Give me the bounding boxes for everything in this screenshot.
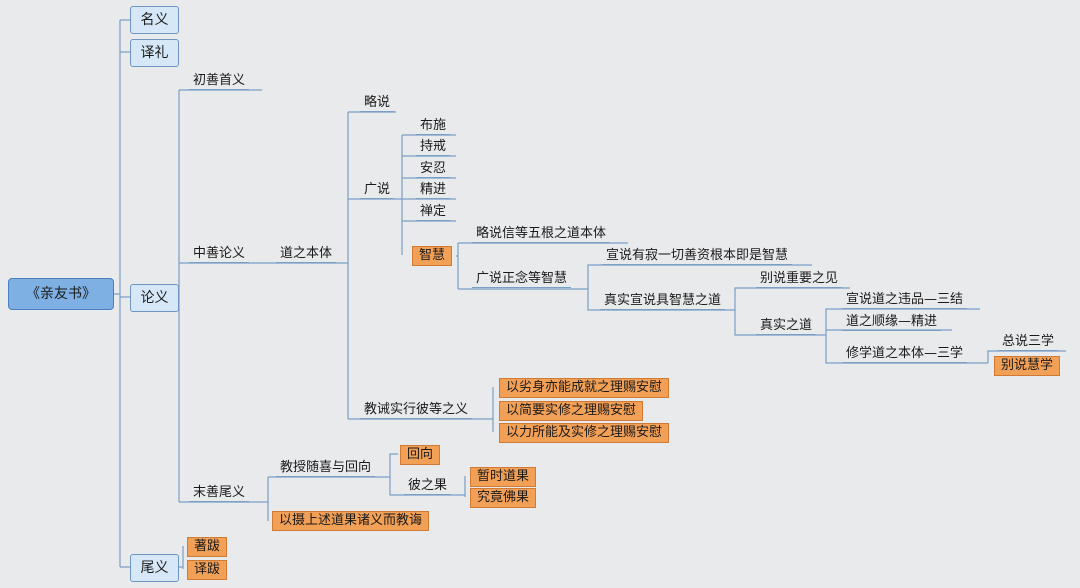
node-zhihui-lue[interactable]: 略说信等五根之道本体 [472, 226, 611, 243]
node-paramita-zhihui[interactable]: 智慧 [412, 246, 453, 266]
node-bizhiguo[interactable]: 彼之果 [404, 478, 452, 495]
node-xuan-shuo[interactable]: 宣说有寂一切善资根本即是智慧 [602, 248, 793, 265]
node-paramita-chijie[interactable]: 持戒 [416, 139, 451, 156]
node-dao-ben-ti[interactable]: 道之本体 [276, 246, 337, 263]
root-node[interactable]: 《亲友书》 [8, 278, 114, 310]
node-jiaoshou[interactable]: 教授随喜与回向 [276, 460, 376, 477]
node-paramita-jingjin[interactable]: 精进 [416, 182, 451, 199]
node-paramita-anren[interactable]: 安忍 [416, 161, 451, 178]
node-bie-shuo-jian[interactable]: 别说重要之见 [756, 271, 843, 288]
node-lunyi[interactable]: 论义 [130, 284, 179, 312]
node-zanshi-daoguo[interactable]: 暂时道果 [470, 467, 537, 487]
node-yili[interactable]: 译礼 [130, 39, 179, 67]
node-zhenshi-xuan[interactable]: 真实宣说具智慧之道 [600, 293, 726, 310]
node-paramita-bushi[interactable]: 布施 [416, 118, 451, 135]
node-weipin[interactable]: 宣说道之违品—三结 [842, 292, 968, 309]
node-jiaojie-2[interactable]: 以简要实修之理赐安慰 [499, 401, 644, 421]
node-paramita-chanding[interactable]: 禅定 [416, 204, 451, 221]
node-bie-shuo-huixue[interactable]: 别说慧学 [994, 356, 1061, 376]
node-jiaojie[interactable]: 教诫实行彼等之义 [360, 402, 473, 419]
node-chushan[interactable]: 初善首义 [189, 73, 250, 90]
node-zhongshan[interactable]: 中善论义 [189, 246, 250, 263]
node-yishe[interactable]: 以摄上述道果诸义而教诲 [272, 511, 430, 531]
node-jiujing-foguo[interactable]: 究竟佛果 [470, 488, 537, 508]
node-xiuxue[interactable]: 修学道之本体—三学 [842, 346, 968, 363]
node-shunyuan[interactable]: 道之顺缘—精进 [842, 314, 942, 331]
node-weiyi[interactable]: 尾义 [130, 554, 179, 582]
node-yiba[interactable]: 译跋 [187, 560, 228, 580]
node-lue-shuo[interactable]: 略说 [360, 95, 395, 112]
node-huixiang[interactable]: 回向 [400, 445, 441, 465]
node-zhihui-guang[interactable]: 广说正念等智慧 [472, 271, 572, 288]
node-jiaojie-1[interactable]: 以劣身亦能成就之理赐安慰 [499, 378, 670, 398]
node-zhenshi-dao[interactable]: 真实之道 [756, 318, 817, 335]
node-zhuba[interactable]: 著跋 [187, 537, 228, 557]
node-moshan[interactable]: 末善尾义 [189, 485, 250, 502]
node-jiaojie-3[interactable]: 以力所能及实修之理赐安慰 [499, 423, 670, 443]
node-zong-shuo-sanxue[interactable]: 总说三学 [998, 334, 1059, 351]
node-mingyi[interactable]: 名义 [130, 6, 179, 34]
node-guang-shuo[interactable]: 广说 [360, 182, 395, 199]
